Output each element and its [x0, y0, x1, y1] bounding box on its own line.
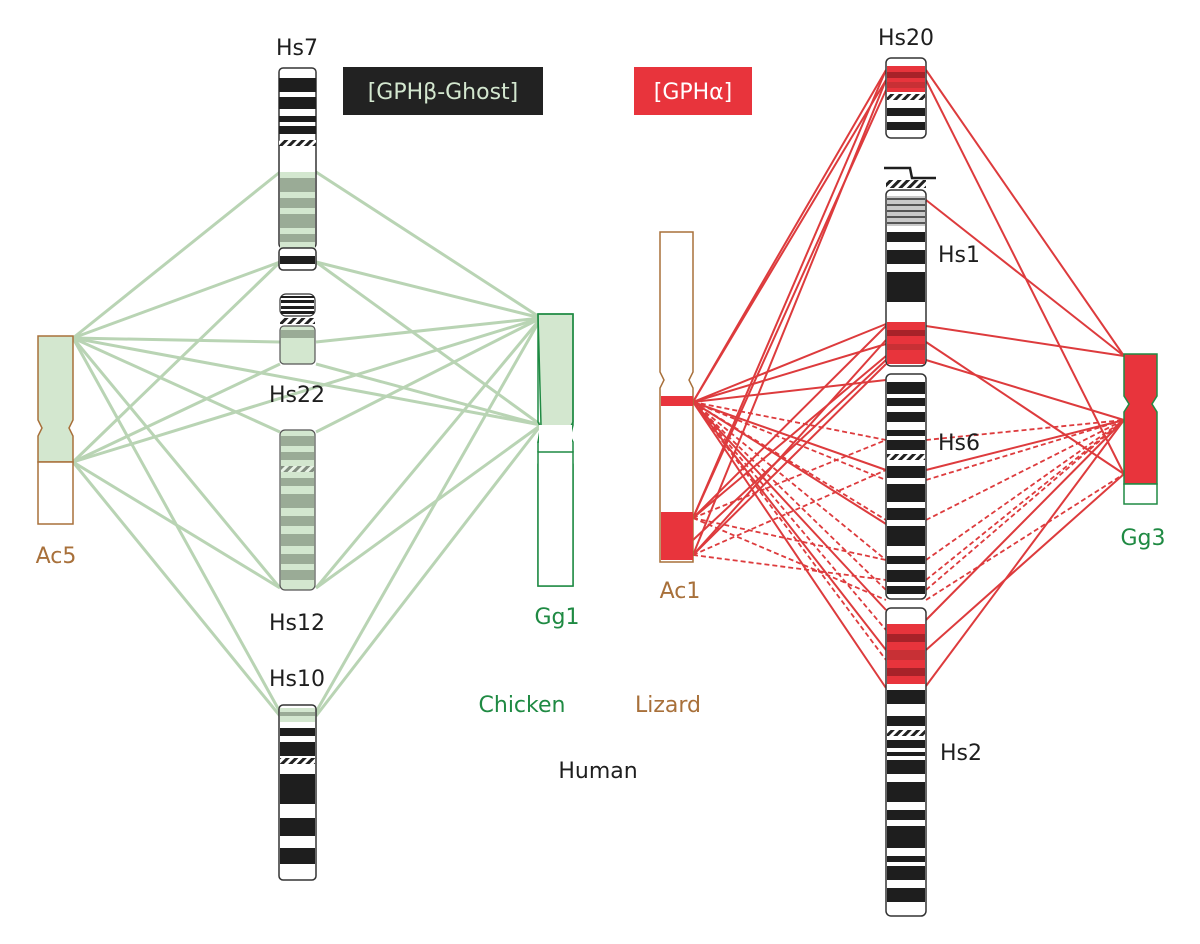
chromosome-hs1	[884, 166, 936, 367]
chromosome-hs10	[278, 704, 317, 881]
alpha-header: [GPHα]	[634, 67, 752, 115]
ghost-synteny-lines	[71, 170, 543, 717]
chromosome-hs7	[278, 67, 317, 271]
label-ac5: Ac5	[36, 544, 77, 569]
label-ac1: Ac1	[660, 579, 701, 604]
label-gg3: Gg3	[1120, 526, 1165, 551]
alpha-synteny-lines-dashed	[692, 401, 1125, 661]
label-hs1: Hs1	[938, 243, 980, 268]
label-hs10: Hs10	[269, 667, 325, 692]
chromosome-gg1	[537, 313, 574, 587]
chromosome-hs20	[885, 57, 927, 139]
label-gg1: Gg1	[534, 605, 579, 630]
chromosome-gg3	[1123, 353, 1158, 505]
label-hs12: Hs12	[269, 611, 325, 636]
chromosome-hs2	[885, 607, 927, 917]
legend-lizard: Lizard	[635, 693, 701, 718]
label-hs6: Hs6	[938, 431, 980, 456]
alpha-panel: Hs20 Hs1 Hs6 Hs2 Ac1 Gg3 [GPHα]	[634, 26, 1166, 917]
chromosome-hs22	[279, 293, 316, 365]
alpha-header-text: [GPHα]	[654, 80, 733, 105]
ghost-panel: Hs7 Hs22 Hs12 Hs10 Ac5 Gg1 [GPHβ-Ghost]	[36, 36, 580, 881]
label-hs7: Hs7	[276, 36, 318, 61]
label-hs20: Hs20	[878, 26, 934, 51]
chromosome-ac5	[37, 335, 74, 525]
ghost-header: [GPHβ-Ghost]	[343, 67, 543, 115]
alpha-synteny-lines-solid	[692, 69, 1125, 689]
label-hs22: Hs22	[269, 383, 325, 408]
chromosome-ac1	[659, 231, 694, 563]
legend-chicken: Chicken	[479, 693, 566, 718]
ghost-header-text: [GPHβ-Ghost]	[368, 80, 519, 105]
chromosome-hs6	[885, 373, 927, 600]
chromosome-hs12	[279, 429, 316, 591]
species-legend: Chicken Lizard Human	[479, 693, 701, 784]
legend-human: Human	[558, 759, 637, 784]
label-hs2: Hs2	[940, 741, 982, 766]
